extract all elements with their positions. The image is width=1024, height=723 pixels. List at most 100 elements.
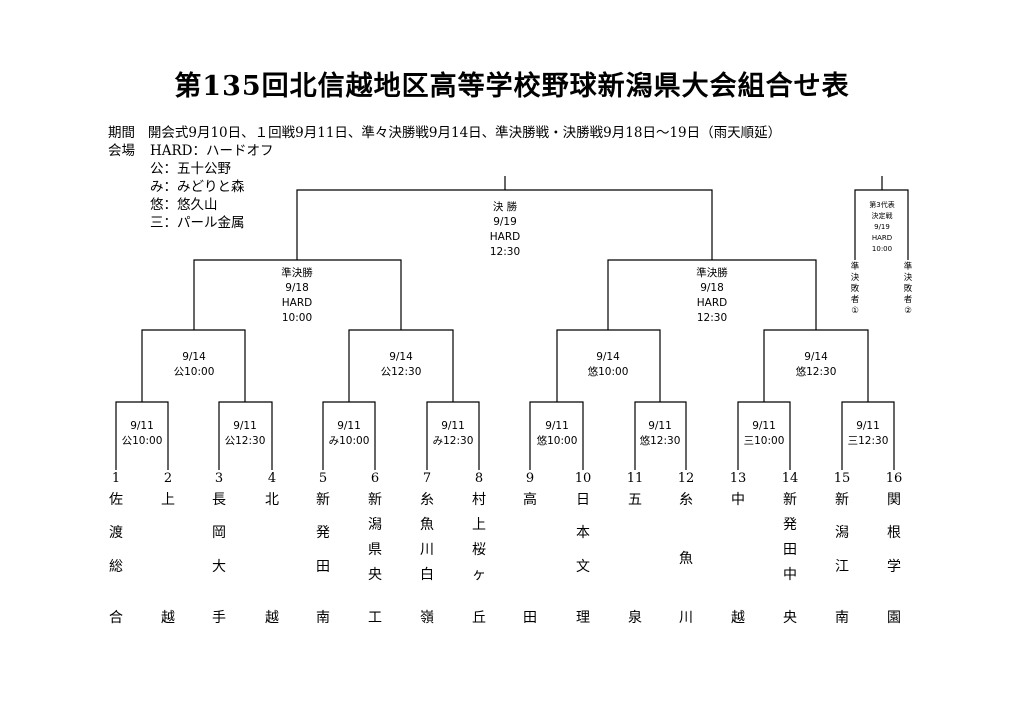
team-name-char: 学 <box>887 559 901 575</box>
match-round: 準決勝 <box>696 267 728 279</box>
team-name-char: 丘 <box>472 610 486 626</box>
match-date: 9/11 <box>856 420 880 432</box>
team-seed: 1 <box>111 471 121 486</box>
match-date: 9/11 <box>337 420 361 432</box>
team-name-char: 岡 <box>212 525 226 541</box>
team-name-char: 関 <box>887 492 901 508</box>
team-entry: 3 長岡大手 <box>209 470 229 626</box>
match-date: 9/14 <box>804 351 828 363</box>
quarterfinal-2-label: 9/14 公12:30 <box>381 350 422 380</box>
match-time: 10:00 <box>871 245 893 253</box>
team-name-char: 魚 <box>420 517 434 533</box>
team-name-char: 嶺 <box>420 610 434 626</box>
round1-match-8-label: 9/11 三12:30 <box>848 419 889 449</box>
team-name-char: 園 <box>887 610 901 626</box>
match-venue-time: み10:00 <box>328 435 370 447</box>
match-venue-time: 公10:00 <box>121 435 163 447</box>
team-name-char: 村 <box>472 492 486 508</box>
quarterfinal-4-label: 9/14 悠12:30 <box>796 350 837 380</box>
match-time: 10:00 <box>281 312 313 324</box>
match-time: 12:30 <box>696 312 728 324</box>
team-name-char: 県 <box>368 542 382 558</box>
team-name-char: 長 <box>212 492 226 508</box>
team-seed: 16 <box>885 471 903 486</box>
team-name-char: 発 <box>316 525 330 541</box>
team-name-char: 新 <box>316 492 330 508</box>
team-seed: 9 <box>525 471 535 486</box>
team-name-char: 大 <box>212 559 226 575</box>
semifinal-1-label: 準決勝 9/18 HARD 10:00 <box>281 266 313 326</box>
semifinal-loser-2: 準決敗者② <box>903 262 913 316</box>
team-name-char: 工 <box>368 610 382 626</box>
round1-match-7-label: 9/11 三10:00 <box>744 419 785 449</box>
match-date: 9/11 <box>441 420 465 432</box>
team-seed: 10 <box>574 471 592 486</box>
match-round: 第3代表 <box>869 201 895 209</box>
team-seed: 13 <box>729 471 747 486</box>
match-venue-time: 公10:00 <box>173 366 215 378</box>
match-date: 9/11 <box>545 420 569 432</box>
match-round: 準決勝 <box>281 267 313 279</box>
semifinal-2-label: 準決勝 9/18 HARD 12:30 <box>696 266 728 326</box>
venue-item: 悠：悠久山 <box>150 197 218 213</box>
team-seed: 2 <box>163 471 173 486</box>
team-name-char: 手 <box>212 610 226 626</box>
team-seed: 14 <box>781 471 799 486</box>
match-date: 9/11 <box>752 420 776 432</box>
venue-item: 三：パール金属 <box>150 215 245 231</box>
team-seed: 3 <box>214 471 224 486</box>
venue-item: HARD：ハードオフ <box>150 143 274 159</box>
match-venue-time: 公12:30 <box>224 435 266 447</box>
match-date: 9/18 <box>285 282 309 294</box>
match-venue-time: 公12:30 <box>380 366 422 378</box>
team-name-char: 潟 <box>835 525 849 541</box>
final-match-label: 決 勝 9/19 HARD 12:30 <box>490 200 520 260</box>
match-venue-time: 悠10:00 <box>536 435 578 447</box>
team-seed: 8 <box>474 471 484 486</box>
team-entry: 2 上越 <box>158 470 178 626</box>
team-name-char: 上 <box>472 517 486 533</box>
match-date: 9/11 <box>130 420 154 432</box>
match-venue: HARD <box>281 297 313 309</box>
match-venue-time: 三10:00 <box>743 435 785 447</box>
team-name-char: 越 <box>161 610 175 626</box>
team-seed: 7 <box>422 471 432 486</box>
bracket-line-third <box>854 176 909 260</box>
match-date: 9/11 <box>233 420 257 432</box>
team-name-char: 佐 <box>109 492 123 508</box>
team-name-char: 田 <box>316 559 330 575</box>
quarterfinal-1-label: 9/14 公10:00 <box>174 350 215 380</box>
team-name-char: 高 <box>523 492 537 508</box>
team-name-char: 桜 <box>472 542 486 558</box>
team-seed: 15 <box>833 471 851 486</box>
venue-item: み：みどりと森 <box>150 179 245 195</box>
round1-match-6-label: 9/11 悠12:30 <box>640 419 681 449</box>
team-name-char: 上 <box>161 492 175 508</box>
round1-match-5-label: 9/11 悠10:00 <box>537 419 578 449</box>
team-name-char: 田 <box>783 542 797 558</box>
round1-match-2-label: 9/11 公12:30 <box>225 419 266 449</box>
team-name-char: 江 <box>835 559 849 575</box>
team-name-char: 南 <box>316 610 330 626</box>
team-name-char: 央 <box>783 610 797 626</box>
match-venue-time: 三12:30 <box>847 435 889 447</box>
match-date: 9/19 <box>493 216 517 228</box>
team-seed: 4 <box>267 471 277 486</box>
match-date: 9/14 <box>389 351 413 363</box>
team-name-char: 理 <box>576 610 590 626</box>
match-round: 決 勝 <box>492 201 518 213</box>
team-name-char: 新 <box>368 492 382 508</box>
match-date: 9/14 <box>596 351 620 363</box>
match-round-sub: 決定戦 <box>871 212 893 220</box>
page-title: 第135回北信越地区高等学校野球新潟県大会組合せ表 <box>174 71 850 102</box>
period-label: 期間 <box>108 125 135 141</box>
